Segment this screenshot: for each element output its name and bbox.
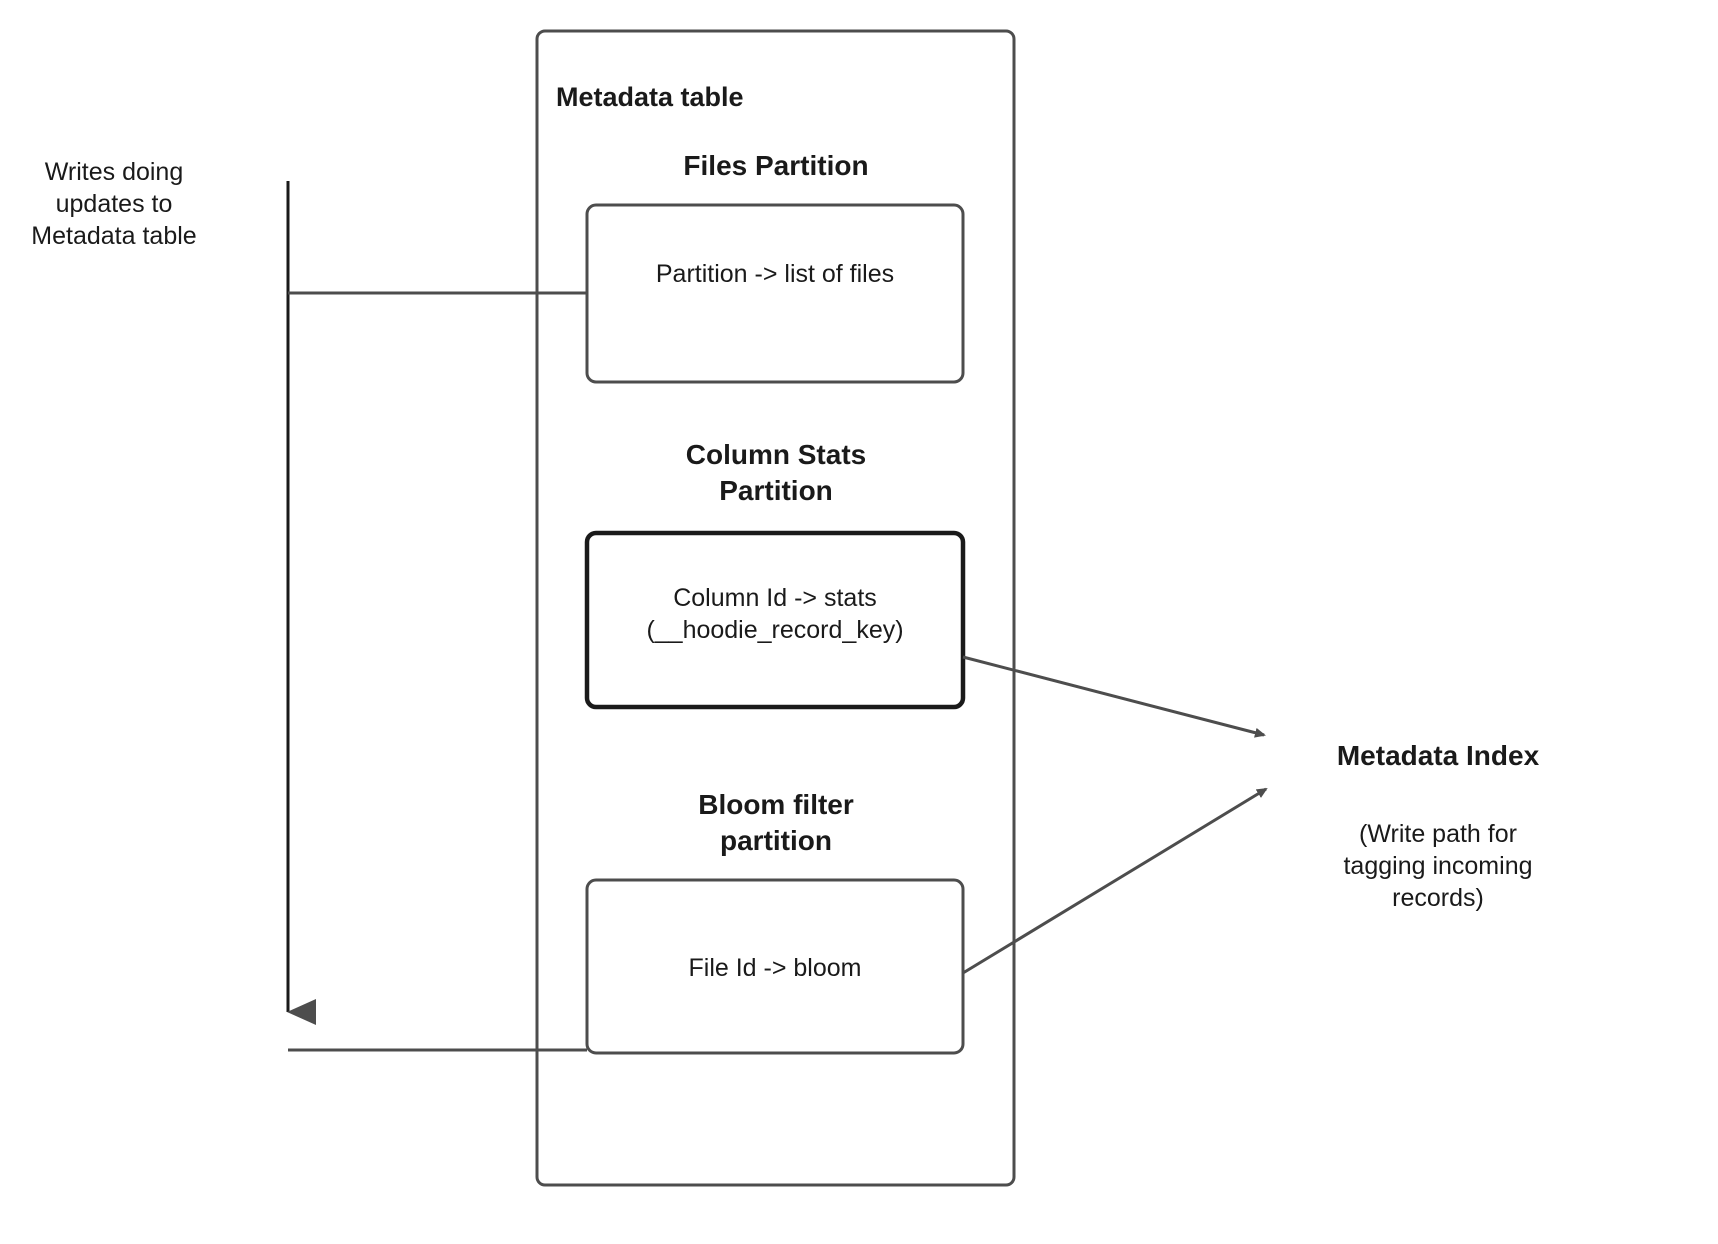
metadata-index-title: Metadata Index <box>1336 740 1540 771</box>
files-partition-box-label: Partition -> list of files <box>655 260 895 288</box>
files-partition-box <box>585 203 965 384</box>
bloom-filter-to-index-arrow <box>962 787 1268 975</box>
column-stats-partition-heading: Column Stats Partition <box>685 439 867 506</box>
files-partition-heading: Files Partition <box>683 150 869 181</box>
bloom-filter-partition-heading: Bloom filter partition <box>698 789 854 856</box>
metadata-table-title: Metadata table <box>556 82 744 112</box>
bloom-filter-partition-box-label: File Id -> bloom <box>688 954 862 982</box>
column-stats-partition-box-label: Column Id -> stats (__hoodie_record_key) <box>646 584 904 644</box>
metadata-index-caption: (Write path for tagging incoming records… <box>1343 820 1533 912</box>
writes-updates-note: Writes doing updates to Metadata table <box>31 158 197 250</box>
column-stats-to-index-arrow <box>962 655 1266 738</box>
